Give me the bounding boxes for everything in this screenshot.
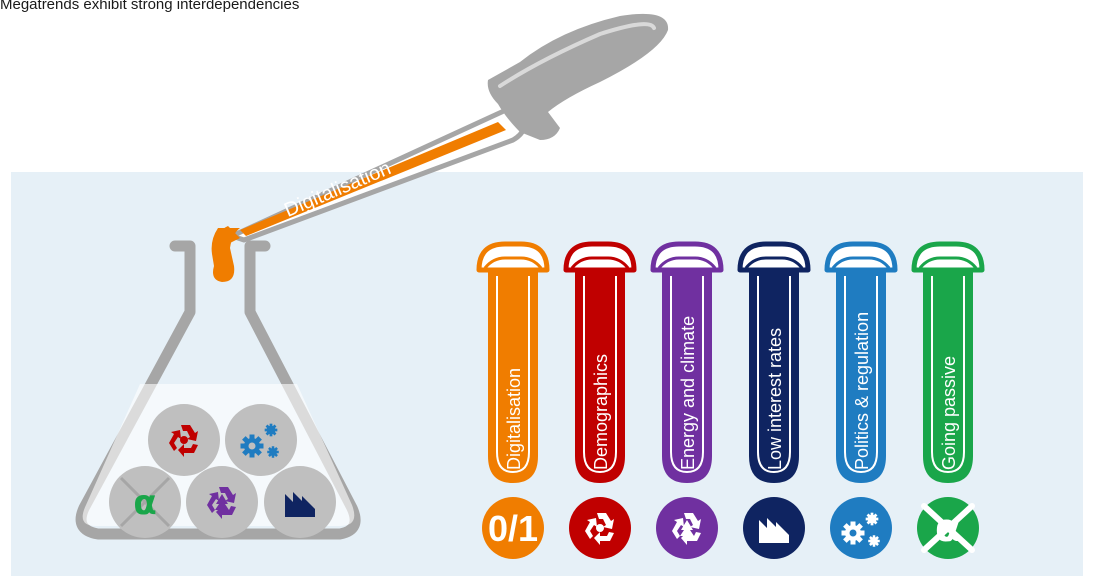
crossed-alpha-icon: α — [133, 483, 156, 523]
gears-icon — [830, 497, 892, 559]
flask: α — [75, 240, 361, 540]
binary-01-icon: 0/1 — [482, 497, 544, 559]
alpha-glyph: α — [935, 506, 961, 550]
flask-icon-people-recycle — [148, 404, 220, 476]
tube-politics-regulation: Politics & regulation — [824, 241, 898, 559]
people-recycle-icon — [569, 497, 631, 559]
flask-icon-declining-chart — [264, 466, 336, 538]
flask-icon-gears — [225, 404, 297, 476]
binary-01-text: 0/1 — [488, 508, 538, 549]
orange-drop — [211, 228, 240, 282]
crossed-alpha-icon: α — [917, 497, 979, 559]
tube-energy-and-climate: Energy and climate — [650, 241, 724, 559]
flask-icon-tree-recycle — [186, 466, 258, 538]
tube-label: Demographics — [591, 354, 611, 470]
tube-demographics: Demographics — [563, 241, 637, 559]
tube-going-passive: Going passive α — [911, 241, 985, 559]
flask-icon-crossed-alpha: α — [109, 466, 181, 538]
test-tubes: Digitalisation 0/1 Demographics Energy and … — [476, 241, 985, 559]
tube-label: Energy and climate — [678, 316, 698, 470]
tube-label: Politics & regulation — [852, 312, 872, 470]
tube-label: Low interest rates — [765, 328, 785, 470]
tube-digitalisation: Digitalisation 0/1 — [476, 241, 550, 559]
tube-label: Digitalisation — [504, 368, 524, 470]
page-title: Megatrends exhibit strong interdependenc… — [0, 0, 300, 13]
tree-recycle-icon — [656, 497, 718, 559]
tube-label: Going passive — [939, 356, 959, 470]
declining-chart-icon — [743, 497, 805, 559]
tube-low-interest-rates: Low interest rates — [737, 241, 811, 559]
